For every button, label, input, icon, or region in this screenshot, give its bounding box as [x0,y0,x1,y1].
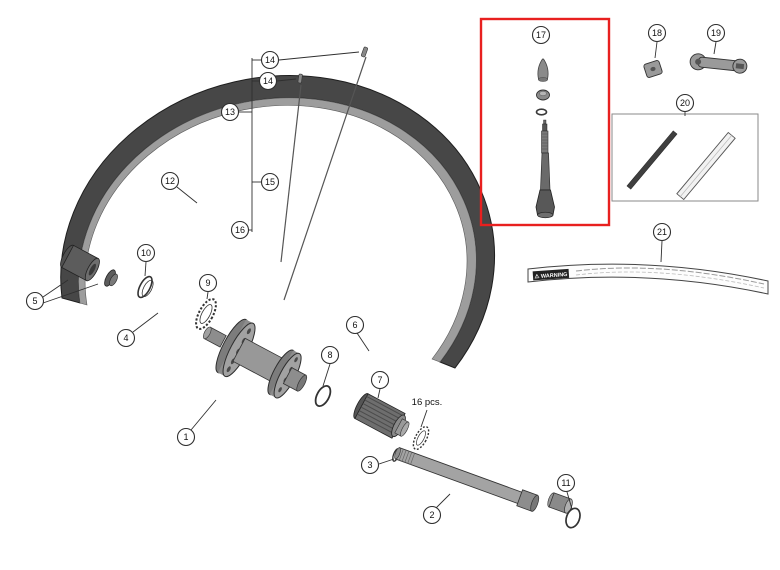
svg-text:3: 3 [367,460,372,470]
highlight-box [479,17,611,227]
callout-11: 11 [556,473,576,493]
svg-text:19: 19 [711,28,721,38]
svg-text:9: 9 [205,278,210,288]
callout-6: 6 [345,315,365,335]
svg-text:1: 1 [183,432,188,442]
spoke-nipple [361,46,368,58]
callout-13: 13 [220,102,240,122]
warning-text: ⚠ WARNING [534,271,567,280]
callout-17: 17 [531,25,551,45]
svg-text:11: 11 [561,478,570,488]
svg-text:10: 10 [141,248,151,258]
svg-text:13: 13 [225,107,235,117]
callout-19: 19 [706,23,726,43]
rim-tape-strip-dark [626,130,678,190]
spoke-nipple [297,73,303,84]
callout-21: 21 [652,222,672,242]
axle-cap-part [547,492,573,514]
callout-2: 2 [422,505,442,525]
valve-stem [535,119,555,219]
axle-end-cap-part [60,244,100,282]
svg-text:14: 14 [263,76,273,86]
callout-7: 7 [370,370,390,390]
note-16pcs: 16 pcs. [412,397,443,408]
svg-text:6: 6 [352,320,357,330]
rim-tape-strip-light [676,131,736,201]
callout-4: 4 [116,328,136,348]
callout-14a: 14 [260,50,280,70]
svg-text:21: 21 [657,227,667,237]
hub-body [203,318,308,399]
callout-10: 10 [136,243,156,263]
valve-assembly [535,58,555,219]
wrench-tool [689,53,748,74]
callout-5: 5 [25,291,45,311]
callout-14b: 14 [258,71,278,91]
svg-text:4: 4 [123,333,128,343]
o-ring-part [314,384,332,408]
svg-text:18: 18 [652,28,662,38]
svg-text:12: 12 [165,176,175,186]
spoke-group-bracket [239,58,261,232]
adapter-part [643,60,663,78]
serrated-ring-part [412,425,430,451]
wheel-rim [60,75,495,369]
callout-1: 1 [176,427,196,447]
callout-15: 15 [260,172,280,192]
washer-part [137,275,154,299]
svg-text:5: 5 [32,296,37,306]
o-ring-part-11 [565,507,581,529]
svg-text:7: 7 [377,375,382,385]
callout-20: 20 [675,93,695,113]
svg-text:20: 20 [680,98,690,108]
leader-lines [42,41,717,510]
serrated-washer-part [195,298,217,330]
callout-18: 18 [647,23,667,43]
valve-cap [537,58,549,80]
svg-text:17: 17 [536,30,546,40]
thru-axle [394,447,540,512]
svg-text:15: 15 [265,177,275,187]
rim-tape-box [611,113,759,202]
callout-9: 9 [198,273,218,293]
callout-12: 12 [160,171,180,191]
svg-text:2: 2 [429,510,434,520]
callout-8: 8 [320,345,340,365]
valve-o-ring [535,108,548,116]
callout-3: 3 [360,455,380,475]
callout-16: 16 [230,220,250,240]
svg-text:16: 16 [235,225,245,235]
svg-text:8: 8 [327,350,332,360]
svg-text:14: 14 [265,55,275,65]
spokes [280,46,368,301]
freehub-body [353,393,410,439]
cone-part [104,269,118,287]
warning-label-strip: ⚠ WARNING [527,263,769,295]
